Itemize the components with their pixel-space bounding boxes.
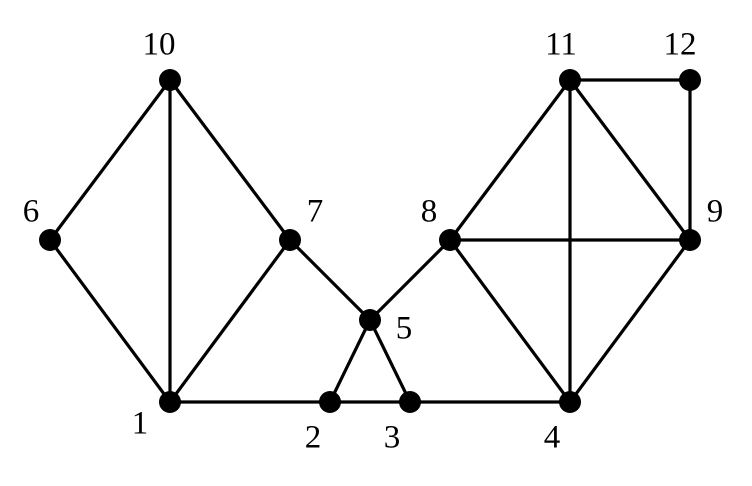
graph-node-11[interactable] [559,69,581,91]
graph-edge-6-1 [48,238,172,404]
graph-node-label-7: 7 [306,193,324,230]
edge-layer [48,78,692,404]
graph-edge-5-8 [368,238,452,322]
graph-node-label-10: 10 [142,26,176,63]
graph-edge-8-11 [448,78,572,242]
graph-node-1[interactable] [159,391,181,413]
graph-edge-3-5 [368,318,412,404]
graph-node-3[interactable] [399,391,421,413]
graph-node-label-8: 8 [420,193,438,230]
graph-node-7[interactable] [279,229,301,251]
graph-node-label-12: 12 [663,26,697,63]
graph-node-label-9: 9 [706,193,724,230]
graph-node-6[interactable] [39,229,61,251]
graph-node-5[interactable] [359,309,381,331]
graph-node-label-4: 4 [543,419,561,456]
graph-node-label-5: 5 [395,310,413,347]
graph-node-2[interactable] [319,391,341,413]
graph-edge-10-6 [48,78,172,242]
graph-node-12[interactable] [679,69,701,91]
graph-edge-8-4 [448,238,572,404]
graph-edge-9-4 [568,238,692,404]
graph-edge-2-5 [328,318,372,404]
graph-node-8[interactable] [439,229,461,251]
graph-node-4[interactable] [559,391,581,413]
graph-node-9[interactable] [679,229,701,251]
graph-node-label-6: 6 [22,193,40,230]
graph-node-label-2: 2 [304,419,322,456]
graph-edge-10-7 [168,78,292,242]
graph-edge-7-1 [168,238,292,404]
graph-node-label-3: 3 [383,419,401,456]
node-layer [39,69,701,413]
graph-edge-11-9 [568,78,692,242]
graph-node-label-1: 1 [131,405,149,442]
graph-node-10[interactable] [159,69,181,91]
graph-edge-7-5 [288,238,372,322]
graph-node-label-11: 11 [545,26,577,63]
